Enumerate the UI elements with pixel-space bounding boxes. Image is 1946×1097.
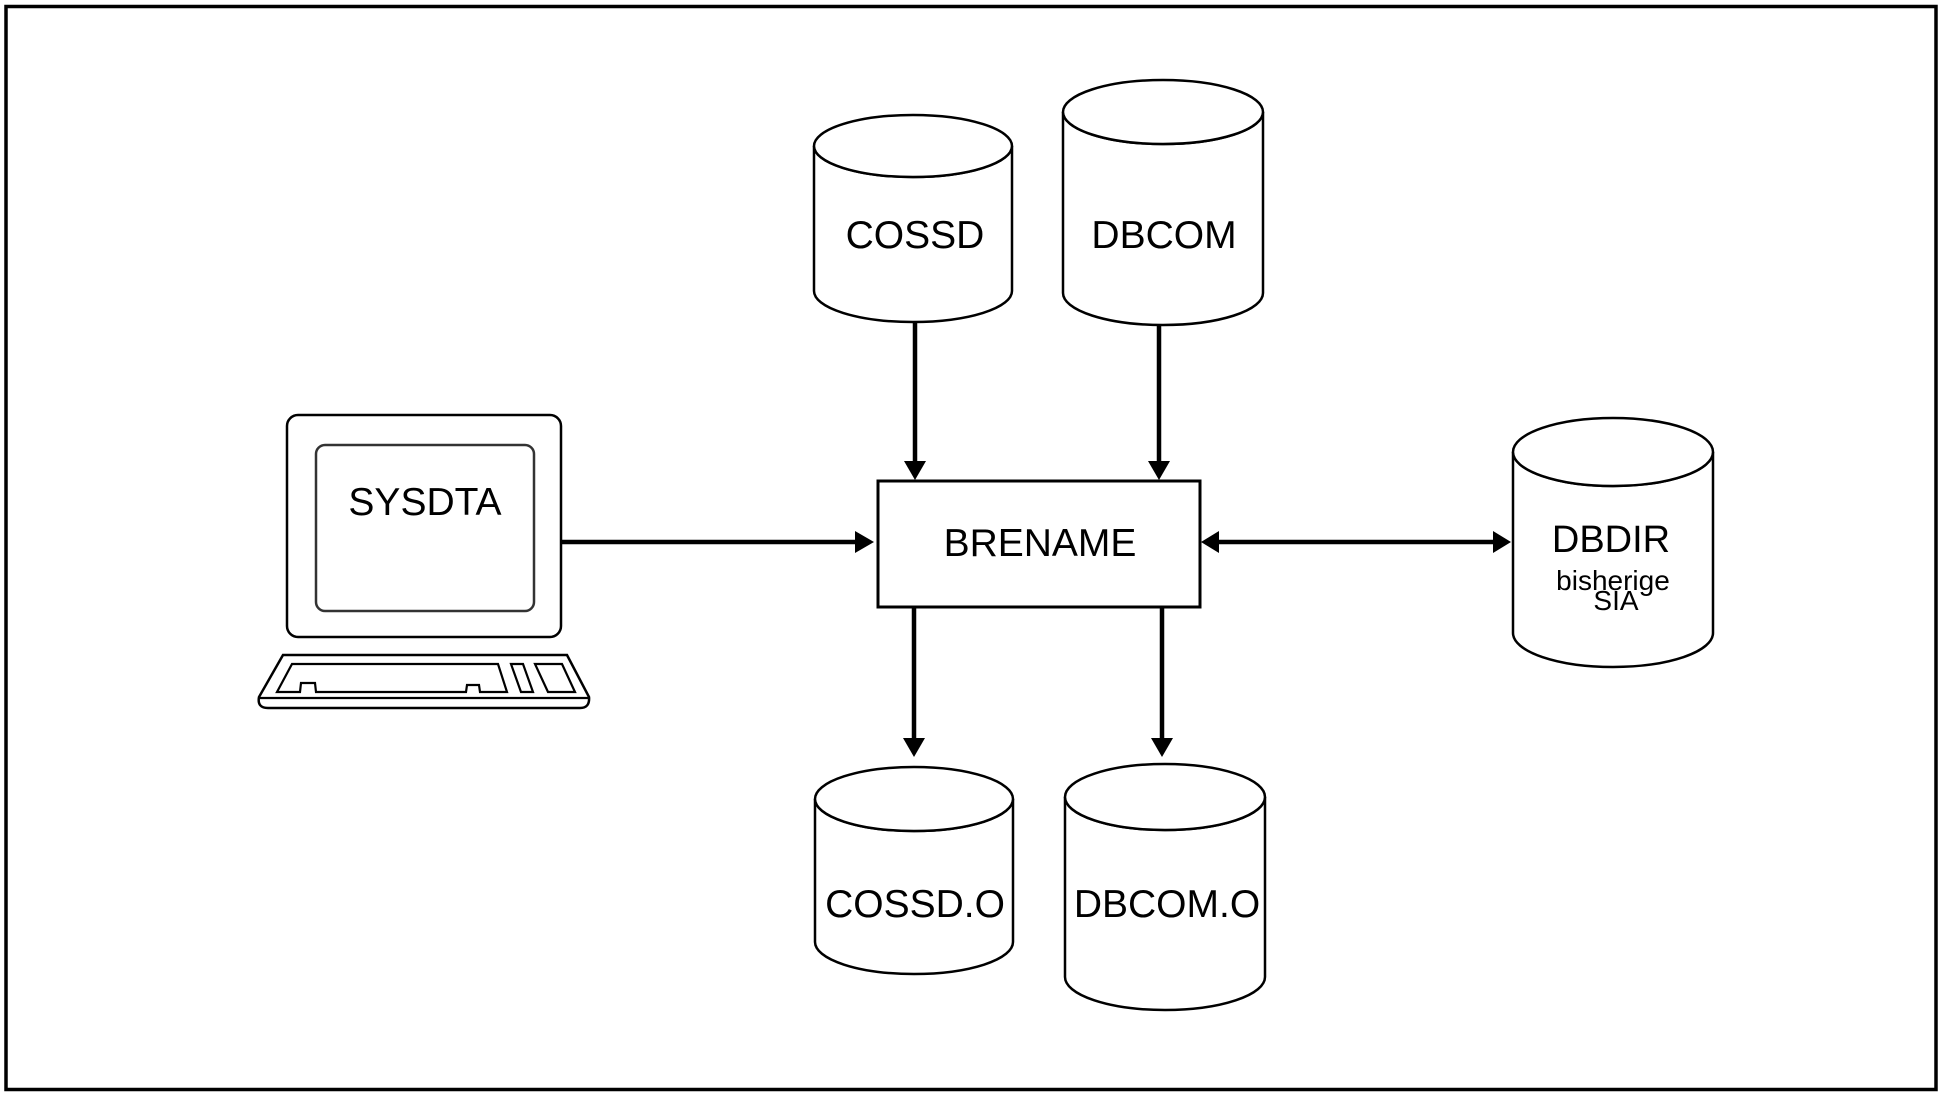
cossd-o-label: COSSD.O [825,883,1005,926]
node-sysdta: SYSDTA [257,413,591,710]
node-dbdir: DBDIR bisherige SIA [1511,416,1715,669]
database-cylinder-icon [812,113,1014,324]
keyboard-body [257,653,591,710]
database-cylinder-icon [1511,416,1715,669]
node-dbcom-o: DBCOM.O [1063,762,1267,1012]
dbcom-label: DBCOM [1091,214,1236,257]
arrowhead-icon [903,738,925,757]
sysdta-label: SYSDTA [348,481,501,524]
cylinder-top-cap [1063,762,1267,832]
terminal-icon [257,413,591,710]
dbdir-sublabel-bisherige: bisherige [1556,565,1670,596]
keyboard-key-block [533,662,577,694]
edge-sysdta-to-brename [561,531,874,553]
keyboard-icon [257,653,591,710]
keyboard-key-small [509,662,535,694]
edge-cossd-to-brename [904,322,926,480]
arrowhead-icon [904,461,926,480]
edge-brename-to-cossd-o [903,607,925,757]
keyboard-main-keys [275,662,509,694]
brename-box [876,479,1202,609]
cylinder-top-cap [813,765,1015,833]
cylinder-top-cap [1511,416,1715,488]
monitor-screen [314,443,536,613]
arrowhead-icon [855,531,874,553]
database-cylinder-icon [813,765,1015,976]
arrowhead-right-icon [1493,531,1511,553]
brename-label: BRENAME [944,522,1137,565]
node-cossd: COSSD [812,113,1014,324]
dbdir-label: DBDIR [1552,519,1670,561]
edge-brename-dbdir-bidirectional [1201,531,1511,553]
arrowhead-left-icon [1201,531,1219,553]
cylinder-top-cap [1061,78,1265,146]
arrowhead-icon [1148,461,1170,480]
diagram-frame [4,4,1938,1092]
edge-dbcom-to-brename [1148,325,1170,480]
cossd-label: COSSD [846,214,985,257]
dbcom-o-label: DBCOM.O [1074,883,1260,926]
database-cylinder-icon [1063,762,1267,1012]
node-brename: BRENAME [876,479,1202,609]
edge-brename-to-dbcom-o [1151,607,1173,757]
cylinder-top-cap [812,113,1014,179]
node-cossd-o: COSSD.O [813,765,1015,976]
dbdir-sublabel-sia: SIA [1593,585,1638,616]
node-dbcom: DBCOM [1061,78,1265,327]
arrowhead-icon [1151,738,1173,757]
database-cylinder-icon [1061,78,1265,327]
